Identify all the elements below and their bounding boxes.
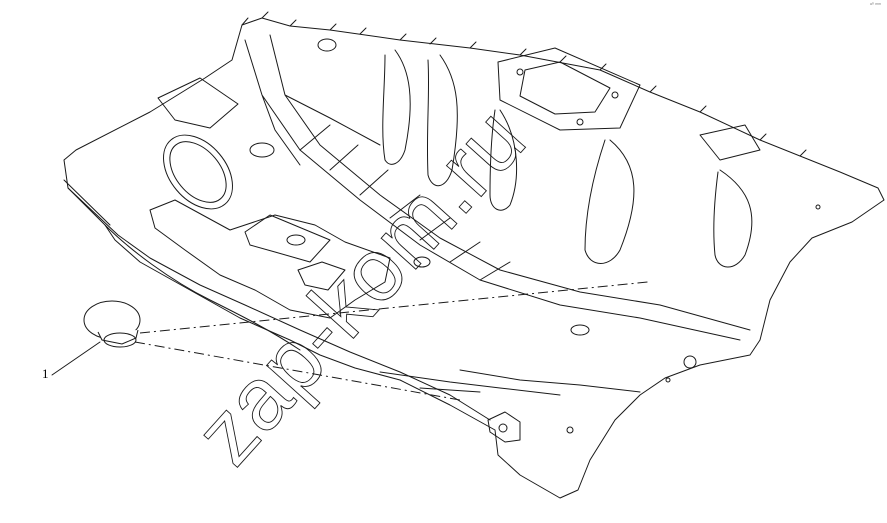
projection-line [139, 281, 649, 334]
callout-number: 1 [42, 366, 49, 381]
tunnel-ribs [299, 124, 511, 281]
left-side-sill [104, 224, 301, 351]
rear-right-bracket [699, 124, 761, 161]
plate-hole [611, 91, 619, 99]
plug-part-1 [83, 300, 141, 348]
left-floor-pad [157, 77, 239, 129]
front-edge-flange [63, 179, 491, 421]
rear-crossmember-3 [489, 109, 517, 211]
callout-leader [51, 341, 101, 376]
center-floor-panel-inner [244, 214, 346, 291]
bracket-hole [498, 423, 508, 433]
floor-hole [317, 38, 337, 52]
rear-crossmember-4 [584, 139, 635, 264]
front-right-section [379, 369, 641, 396]
floor-hole [683, 355, 697, 369]
plate-hole [576, 118, 584, 126]
floor-hole [815, 204, 821, 210]
floor-pan-outline [63, 17, 885, 499]
floor-hole [665, 377, 671, 383]
center-floor-panel [149, 199, 391, 319]
rear-crossmember-2 [426, 54, 458, 187]
floor-hole [566, 426, 574, 434]
oval-access-opening [163, 134, 233, 210]
plate-hole [516, 68, 524, 76]
rear-crossmember-5 [713, 169, 753, 268]
rear-crossmember-1 [382, 49, 411, 165]
floor-hole [249, 142, 275, 158]
corner-mark: ᵃ⁰ ᵐᵐ [870, 2, 881, 8]
oval-access-opening-inner [169, 141, 227, 203]
panel-hole [286, 234, 306, 246]
rear-mounting-plate [497, 47, 641, 131]
central-tunnel [244, 34, 751, 341]
floor-hole [570, 324, 590, 336]
projection-line [134, 341, 461, 401]
front-right-bracket [487, 411, 521, 443]
rear-flange-tabs [241, 11, 807, 157]
floor-hole [413, 256, 431, 268]
